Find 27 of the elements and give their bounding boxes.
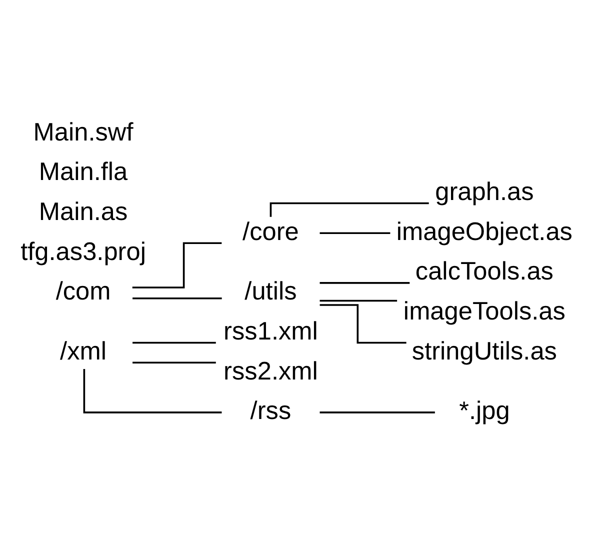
connector [132,296,222,299]
connector [320,232,390,234]
connector [132,341,216,344]
connector [320,411,435,413]
connector [132,361,216,364]
connector [83,368,222,413]
connector [320,299,398,302]
node-text: Main.swf [33,118,134,146]
node-text: rss2.xml [224,356,318,385]
node-text: /core [242,217,299,246]
connector [132,242,222,288]
node-text: /utils [244,277,297,306]
node-text: Main.as [38,197,128,226]
node-text: stringUtils.as [412,336,557,365]
node-text: *.jpg [459,396,510,425]
node-text: tfg.as3.proj [20,237,146,266]
node-text: /rss [250,396,292,425]
node-text: rss1.xml [224,316,318,345]
node-text: graph.as [435,178,534,206]
node-text: imageTools.as [403,297,566,326]
node-text: /xml [60,336,107,365]
node-text: imageObject.as [396,217,572,246]
connector [320,304,406,344]
node-text: calcTools.as [415,257,554,286]
node-text: Main.fla [38,158,128,186]
connector [320,282,410,284]
node-text: /com [56,277,111,306]
